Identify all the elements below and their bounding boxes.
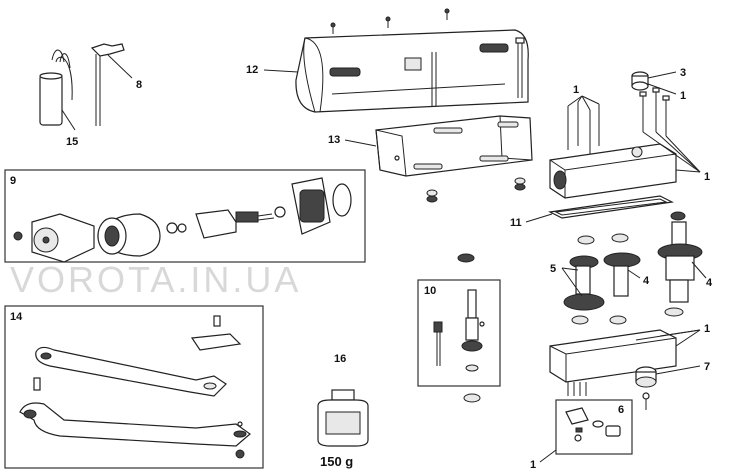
callout-13: 13 (328, 134, 340, 146)
callout-12: 12 (246, 64, 258, 76)
box-10-encoder-group (417, 279, 501, 387)
box-9-motor-group (4, 169, 366, 263)
callout-8: 8 (136, 79, 142, 91)
part-9-motor-assembly (13, 177, 352, 263)
callout-7: 7 (704, 361, 710, 373)
callout-4-shaft: 4 (706, 277, 713, 289)
part-6-assembly (539, 407, 621, 463)
box-14-arm-group (4, 305, 264, 469)
callout-1-housing: 1 (704, 171, 710, 183)
box-6-group (555, 399, 633, 455)
part-13-mounting-bracket (344, 115, 533, 203)
callout-6: 6 (618, 404, 624, 416)
upper-housing (549, 71, 701, 199)
watermark-text: VOROTA.IN.UA (10, 259, 301, 300)
lower-housing (549, 329, 701, 410)
callout-15: 15 (66, 136, 78, 148)
callout-5: 5 (550, 263, 556, 275)
callout-1-top: 1 (573, 84, 579, 96)
callout-1-bottom: 1 (530, 459, 536, 471)
gear-train (457, 211, 707, 325)
grease-weight-label: 150 g (320, 454, 353, 469)
part-11-gasket (525, 195, 674, 223)
part-16-grease-jar (317, 389, 369, 447)
callout-10: 10 (424, 285, 436, 297)
washer-10-bottom (463, 393, 481, 403)
callout-4-gear: 4 (643, 275, 650, 287)
part-10-assembly (433, 289, 485, 372)
callout-9: 9 (10, 175, 16, 187)
part-14-arm-assembly (19, 315, 251, 459)
callout-1-lower: 1 (704, 323, 710, 335)
callout-3: 3 (680, 67, 686, 79)
part-15-capacitor (39, 49, 76, 131)
callout-11: 11 (510, 217, 522, 229)
part-12-cover (263, 8, 529, 113)
callout-16: 16 (334, 353, 346, 365)
part-8-release-key (90, 43, 133, 126)
callout-1-bushing: 1 (680, 90, 686, 102)
callout-14: 14 (10, 311, 23, 323)
